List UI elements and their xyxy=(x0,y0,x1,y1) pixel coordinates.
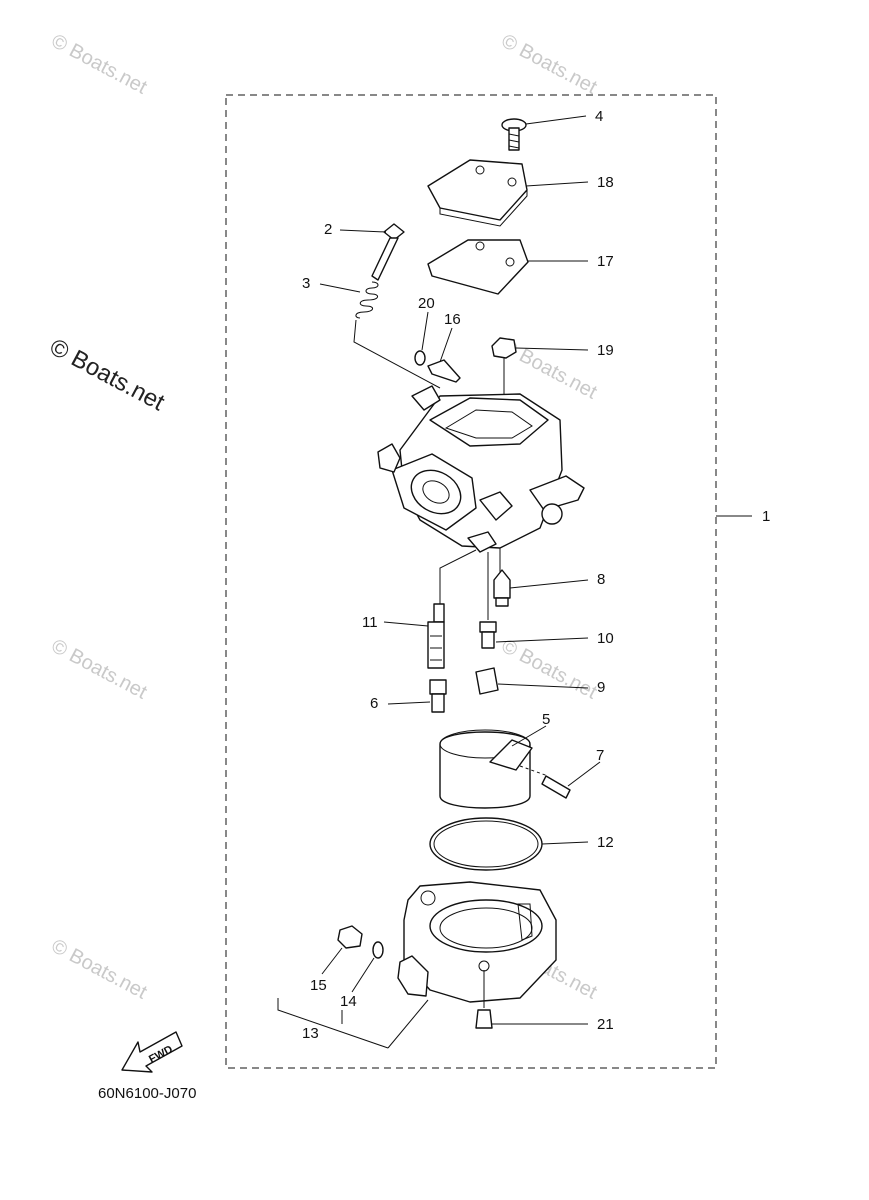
callout-label: 13 xyxy=(302,1025,319,1042)
watermark: © Boats.net xyxy=(498,30,601,99)
part-10-jet: 10 xyxy=(479,621,614,649)
part-5-float: 5 xyxy=(439,711,550,809)
callout-label: 10 xyxy=(597,630,614,647)
callout-label: 7 xyxy=(596,747,604,764)
part-4-screw: 4 xyxy=(501,108,603,151)
part-19-plug: 19 xyxy=(491,337,614,404)
callout-label: 16 xyxy=(444,311,461,328)
part-6-jet: 6 xyxy=(370,679,447,713)
watermark: © Boats.net xyxy=(498,635,601,704)
callout-label: 4 xyxy=(595,108,603,125)
part-16-pilot-screw: 16 xyxy=(427,311,461,383)
callout-label: 9 xyxy=(597,679,605,696)
callout-label: 19 xyxy=(597,342,614,359)
part-9-jet: 9 xyxy=(475,667,605,696)
diagram-code: 60N6100-J070 xyxy=(98,1085,196,1102)
part-15-screw: 15 xyxy=(310,925,363,994)
part-3-spring: 3 xyxy=(302,275,379,319)
callout-label: 3 xyxy=(302,275,310,292)
part-14-washer: 14 xyxy=(340,941,384,1010)
callout-label: 1 xyxy=(762,508,770,525)
axis-line xyxy=(439,549,477,604)
callout-label: 11 xyxy=(362,614,378,631)
watermark-bold: © Boats.net xyxy=(45,333,169,416)
part-18-cover: 18 xyxy=(427,159,614,227)
callout-label: 18 xyxy=(597,174,614,191)
callout-label: 14 xyxy=(340,993,357,1010)
part-1-carburetor-body xyxy=(377,385,585,553)
callout-label: 8 xyxy=(597,571,605,588)
float-chamber xyxy=(397,881,557,1003)
part-12-o-ring: 12 xyxy=(429,817,614,871)
assembly-axis-line xyxy=(353,319,441,389)
callout-label: 5 xyxy=(542,711,550,728)
watermark: © Boats.net xyxy=(48,935,151,1004)
watermark: © Boats.net xyxy=(48,635,151,704)
callout-label: 2 xyxy=(324,221,332,238)
part-11-nozzle: 11 xyxy=(362,603,445,669)
callout-label: 12 xyxy=(597,834,614,851)
assembly-boundary xyxy=(225,94,717,1069)
part-20-o-ring: 20 xyxy=(414,295,435,366)
callout-label: 17 xyxy=(597,253,614,270)
callout-label: 20 xyxy=(418,295,435,312)
part-13-bracket: 13 xyxy=(277,998,429,1049)
part-8-needle-valve: 8 xyxy=(493,569,605,607)
part-2-screw: 2 xyxy=(324,221,405,281)
part-7-float-pin: 7 xyxy=(519,747,604,799)
part-17-gasket: 17 xyxy=(427,239,614,295)
callout-label: 15 xyxy=(310,977,327,994)
callout-1: 1 xyxy=(716,508,770,525)
watermark: © Boats.net xyxy=(48,30,151,99)
part-21-screw: 21 xyxy=(475,970,614,1033)
forward-direction-arrow: FWD xyxy=(121,1031,183,1073)
callout-label: 6 xyxy=(370,695,378,712)
callout-label: 21 xyxy=(597,1016,614,1033)
